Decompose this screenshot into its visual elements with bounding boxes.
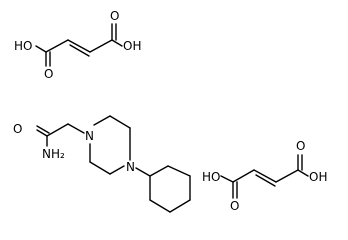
fumaric-acid-bottom: HO O OH O — [202, 139, 327, 213]
fumaric-acid-top: HO O OH O — [14, 9, 141, 81]
bond — [93, 115, 111, 126]
cyclohexylpiperazine-acetamide: O NH₂ N N — [13, 115, 191, 213]
atom-label-nitrogen: N — [85, 129, 94, 143]
bond — [149, 165, 169, 177]
bond — [167, 165, 191, 177]
atom-label-oxygen: O — [296, 139, 305, 153]
bond — [45, 39, 69, 53]
bond — [220, 175, 234, 183]
atom-label-hydroxyl: HO — [202, 170, 220, 184]
bond — [149, 199, 171, 213]
bond — [67, 123, 85, 134]
bond-double — [36, 129, 48, 137]
bond — [135, 167, 151, 177]
atom-label-hydroxyl: HO — [14, 39, 32, 53]
chemical-structure-drawing: HO O OH O O NH₂ N N — [13, 9, 327, 213]
atom-label-hydroxyl: OH — [309, 170, 327, 184]
bond — [89, 161, 111, 175]
bond — [46, 123, 69, 137]
bond — [35, 45, 47, 53]
bond — [89, 39, 113, 53]
bond — [253, 169, 277, 183]
structure-canvas: HO O OH O O NH₂ N N — [13, 9, 327, 213]
atom-label-oxygen: O — [13, 122, 22, 136]
atom-label-oxygen: O — [44, 67, 53, 81]
bond-double — [255, 174, 276, 187]
bond — [297, 169, 309, 177]
bond — [111, 39, 123, 47]
bond — [67, 39, 91, 53]
atom-label-oxygen: O — [230, 199, 239, 213]
atom-label-amine: NH₂ — [42, 147, 65, 161]
bond — [109, 115, 131, 129]
bond — [275, 169, 299, 183]
atom-label-hydroxyl: OH — [123, 39, 141, 53]
atom-label-nitrogen: N — [126, 160, 135, 174]
bond-double — [69, 44, 90, 57]
bond-double — [36, 125, 50, 134]
atom-label-oxygen: O — [110, 9, 119, 23]
bond — [169, 199, 191, 213]
bond — [232, 169, 255, 183]
bond — [109, 165, 125, 175]
